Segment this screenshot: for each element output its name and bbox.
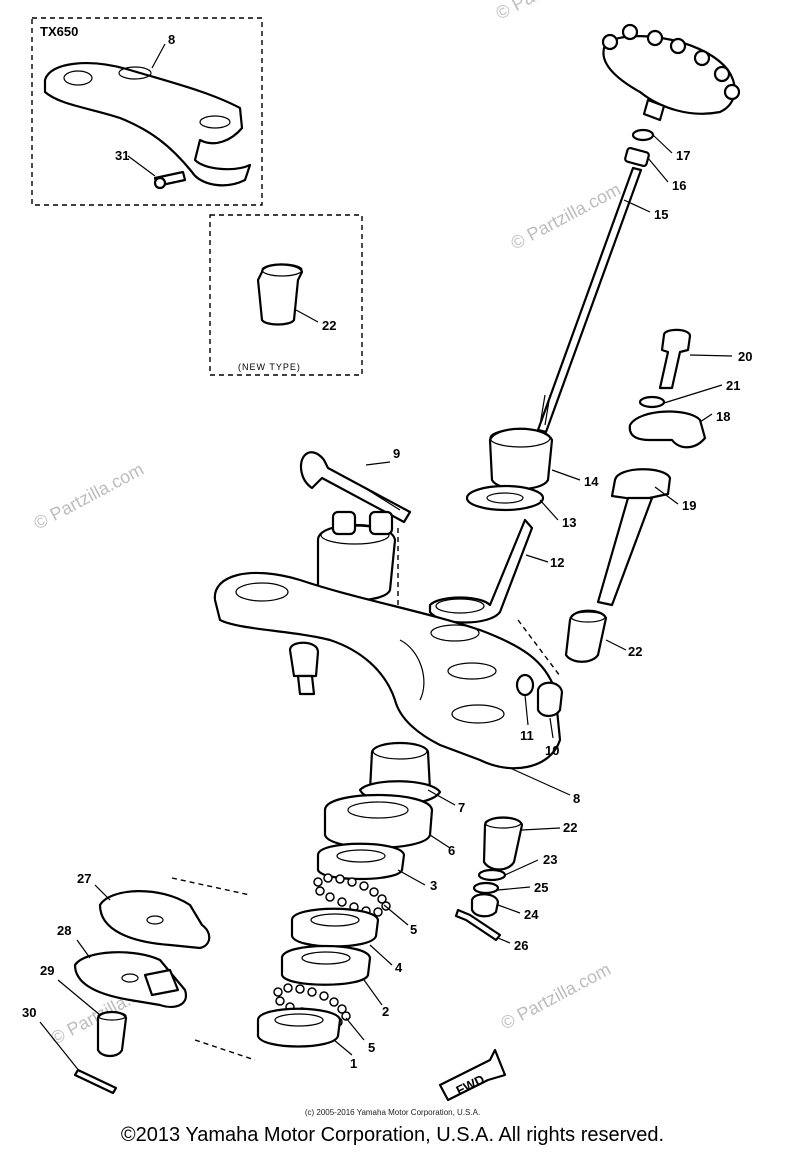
- ball-bearing-5-upper: [313, 873, 391, 917]
- callout-14: 14: [584, 474, 599, 489]
- screw-30: [73, 1068, 118, 1095]
- callout-22-lower: 22: [563, 820, 577, 835]
- dust-cover-1: [256, 1007, 342, 1048]
- watermark-right: © Partzilla.com: [497, 959, 613, 1034]
- stay-19: [610, 468, 672, 502]
- callout-24: 24: [524, 907, 539, 922]
- nut-24: [470, 893, 500, 918]
- callout-15: 15: [654, 207, 668, 222]
- bolt-26: [454, 908, 502, 942]
- race-4: [290, 907, 380, 948]
- callout-17: 17: [676, 148, 690, 163]
- callout-23: 23: [543, 852, 557, 867]
- callout-16: 16: [672, 178, 686, 193]
- callout-4: 4: [395, 960, 403, 975]
- callout-30: 30: [22, 1005, 36, 1020]
- diagram-source-copyright: (c) 2005-2016 Yamaha Motor Corporation, …: [304, 1108, 481, 1117]
- callout-26: 26: [514, 938, 528, 953]
- watermark-left: © Partzilla.com: [30, 459, 146, 534]
- fwd-arrow: FWD: [438, 1048, 507, 1102]
- callout-29: 29: [40, 963, 54, 978]
- callout-18: 18: [716, 409, 730, 424]
- leader-lines: [39, 134, 733, 1073]
- callout-2: 2: [382, 1004, 389, 1019]
- cap-22-right: [564, 609, 608, 663]
- inset-tx650-title: TX650: [40, 24, 78, 39]
- dust-seal-6: [323, 793, 434, 849]
- spring-plate-12: [428, 518, 534, 624]
- washer-13: [465, 484, 545, 512]
- washer-23: [477, 868, 507, 882]
- inset-new-type-border: [209, 214, 363, 376]
- collar-16: [624, 146, 650, 168]
- washer-25: [472, 881, 500, 895]
- nut-14: [488, 427, 554, 490]
- callout-6: 6: [448, 843, 455, 858]
- washer-11: [515, 673, 535, 697]
- washer-17: [631, 128, 655, 142]
- race-3: [316, 842, 406, 881]
- callout-20: 20: [738, 349, 752, 364]
- washer-21: [638, 395, 666, 409]
- callout-19: 19: [682, 498, 696, 513]
- footer-copyright: ©2013 Yamaha Motor Corporation, U.S.A. A…: [120, 1124, 665, 1146]
- callout-28: 28: [57, 923, 71, 938]
- callout-31: 31: [115, 148, 129, 163]
- callout-8-inset: 8: [168, 32, 175, 47]
- callout-1: 1: [350, 1056, 357, 1071]
- callout-7: 7: [458, 800, 465, 815]
- cap-22-lower: [482, 816, 524, 871]
- callout-9: 9: [393, 446, 400, 461]
- callout-5-upper: 5: [410, 922, 417, 937]
- plate-27: [98, 890, 211, 950]
- callout-10: 10: [545, 743, 559, 758]
- callout-22-inset: 22: [322, 318, 336, 333]
- callout-8: 8: [573, 791, 580, 806]
- callout-25: 25: [534, 880, 548, 895]
- inset-tx650-border: [31, 17, 263, 206]
- callout-3: 3: [430, 878, 437, 893]
- damper-knob-assembly: [536, 23, 741, 434]
- callout-21: 21: [726, 378, 740, 393]
- callout-13: 13: [562, 515, 576, 530]
- inset-upper-bracket: [43, 62, 252, 187]
- damper-rod-15: [536, 166, 643, 434]
- inset-new-type: (NEW TYPE): [209, 214, 363, 376]
- nut-10: [536, 681, 564, 718]
- callout-11: 11: [520, 728, 534, 743]
- callout-labels: 1 2 3 4 5 5 6 7 8 8 9 10 11 12 13 14 15 …: [22, 32, 752, 1071]
- callout-22-right: 22: [628, 644, 642, 659]
- bearing-stack: [256, 793, 434, 1048]
- upper-bracket-8: [213, 571, 562, 770]
- bolt-20: [658, 328, 692, 390]
- inset-new-type-caption: (NEW TYPE): [238, 362, 301, 372]
- watermark-top: © Partzilla.com: [492, 0, 608, 24]
- bracket-18: [628, 410, 707, 449]
- bolt-9: [299, 451, 412, 524]
- callout-5-lower: 5: [368, 1040, 375, 1055]
- inset-tx650: TX650: [31, 17, 263, 206]
- callout-12: 12: [550, 555, 564, 570]
- callout-27: 27: [77, 871, 91, 886]
